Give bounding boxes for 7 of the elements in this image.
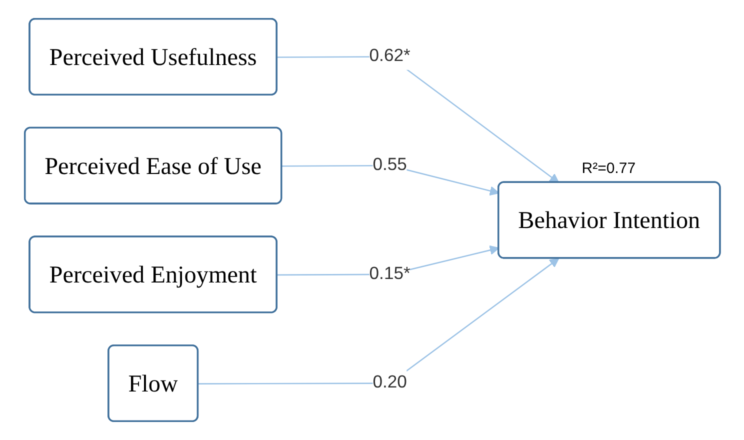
edge-label: 0.20 (372, 373, 407, 392)
arrow (198, 258, 559, 384)
arrow (276, 56, 559, 184)
edge-label: 0.55 (372, 156, 407, 174)
edge-label: 0.62* (368, 46, 410, 66)
r-squared-label: R²=0.77 (582, 160, 636, 178)
edge-label: 0.15* (368, 264, 410, 284)
